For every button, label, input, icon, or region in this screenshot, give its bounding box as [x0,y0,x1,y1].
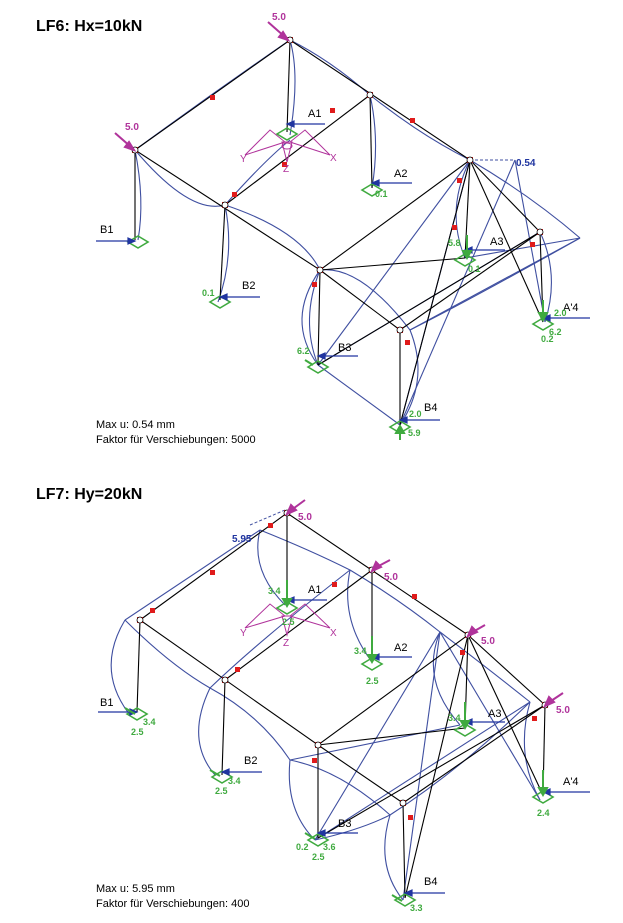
lf6-support-a2: A2 [394,168,407,180]
lf7-axis-x: X [330,628,337,639]
lf7-value-a1-b: 2.5 [282,617,295,627]
lf7-support-a2: A2 [394,642,407,654]
lf6-load-2: 5.0 [125,122,139,133]
lf7-factor: Faktor für Verschiebungen: 400 [96,898,250,910]
lf7-load-4: 5.0 [556,705,570,716]
lf7-deformed-shape [110,529,541,901]
lf6-value-a3-b: 0.1 [468,264,481,274]
lf7-supports [125,601,555,907]
lf6-axis-icon [244,129,331,163]
lf6-value-a4-c: 0.2 [541,334,554,344]
lf6-load-arrows [114,21,291,152]
lf7-value-a4: 2.4 [537,808,550,818]
lf6-support-b1: B1 [100,224,113,236]
lf6-value-b4-a: 5.9 [408,428,421,438]
lf7-support-a1: A1 [308,584,321,596]
lf6-reactions [96,120,590,424]
lf7-axis-y: Y [240,628,247,639]
lf7-support-a4: A'4 [563,776,579,788]
lf6-axis-y: Y [240,154,247,165]
lf7-support-b4: B4 [424,876,437,888]
lf6-support-b2: B2 [242,280,255,292]
lf7-load-arrows [285,499,564,708]
lf7-value-a2-b: 2.5 [366,676,379,686]
lf7-max-value: 5.95 [232,534,252,545]
lf7-value-a1-a: 3.4 [268,586,281,596]
lf7-support-b2: B2 [244,755,257,767]
lf7-value-b3-c: 0.2 [296,842,309,852]
lf7-load-3: 5.0 [481,636,495,647]
lf7-value-b1-b: 2.5 [131,727,144,737]
lf6-info: Max u: 0.54 mm Faktor für Verschiebungen… [96,418,256,448]
lf6-title: LF6: Hx=10kN [36,18,143,35]
lf6-value-a2: 0.1 [375,189,388,199]
lf7-load-1: 5.0 [298,512,312,523]
lf6-support-b3: B3 [338,342,351,354]
lf7-value-a3: 3.4 [448,713,461,723]
lf7-value-b4: 3.3 [410,903,423,913]
lf6-load-1: 5.0 [272,12,286,23]
lf7-support-reactions [124,580,549,902]
lf6-axis-x: X [330,153,337,164]
lf6-support-b4: B4 [424,402,437,414]
lf7-title: LF7: Hy=20kN [36,486,143,503]
lf7-support-b1: B1 [100,697,113,709]
lf7-structure-diagram: 5.0 5.0 5.0 5.0 5.95 Y Z X A1 A2 A3 A'4 … [98,499,590,913]
lf6-panel: LF6: Hx=10kN [0,0,623,460]
lf6-value-a4-a: 2.0 [554,308,567,318]
lf6-supports [126,127,555,434]
lf6-factor: Faktor für Verschiebungen: 5000 [96,434,256,446]
lf7-value-b1-a: 3.4 [143,717,156,727]
lf7-value-b2-a: 3.4 [228,776,241,786]
lf7-value-a2-a: 3.4 [354,646,367,656]
lf6-value-b4-b: 2.0 [409,409,422,419]
lf6-value-b2: 0.1 [202,288,215,298]
lf6-value-a4-b: 6.2 [549,327,562,337]
lf7-max-u: Max u: 5.95 mm [96,883,175,895]
lf7-support-a3: A3 [488,708,501,720]
lf6-support-reactions [304,235,549,440]
lf6-frame [134,39,544,426]
lf6-max-value: 0.54 [516,158,536,169]
lf6-support-a3: A3 [490,236,503,248]
lf6-axis-z: Z [283,164,289,175]
lf6-support-a1: A1 [308,108,321,120]
lf7-value-b2-b: 2.5 [215,786,228,796]
lf7-axis-icon [244,603,331,637]
lf7-max-deflection-line [249,509,286,526]
lf6-max-u: Max u: 0.54 mm [96,419,175,431]
lf7-value-b3-b: 2.5 [312,852,325,862]
lf7-support-b3: B3 [338,818,351,830]
lf7-nodes [137,510,548,820]
lf7-panel: LF7: Hy=20kN [0,470,623,923]
lf7-value-b3-a: 3.6 [323,842,336,852]
lf6-support-a4: A'4 [563,302,579,314]
lf6-value-a3-a: 5.8 [448,238,461,248]
lf6-deformed-shape [134,39,581,426]
lf6-nodes [132,37,543,345]
lf7-axis-z: Z [283,638,289,649]
lf6-value-b3: 6.2 [297,346,310,356]
lf6-structure-diagram: 5.0 5.0 0.54 Y Z X A1 A2 A3 A'4 B1 B2 B3… [96,12,590,440]
lf7-info: Max u: 5.95 mm Faktor für Verschiebungen… [96,882,249,912]
lf7-load-2: 5.0 [384,572,398,583]
